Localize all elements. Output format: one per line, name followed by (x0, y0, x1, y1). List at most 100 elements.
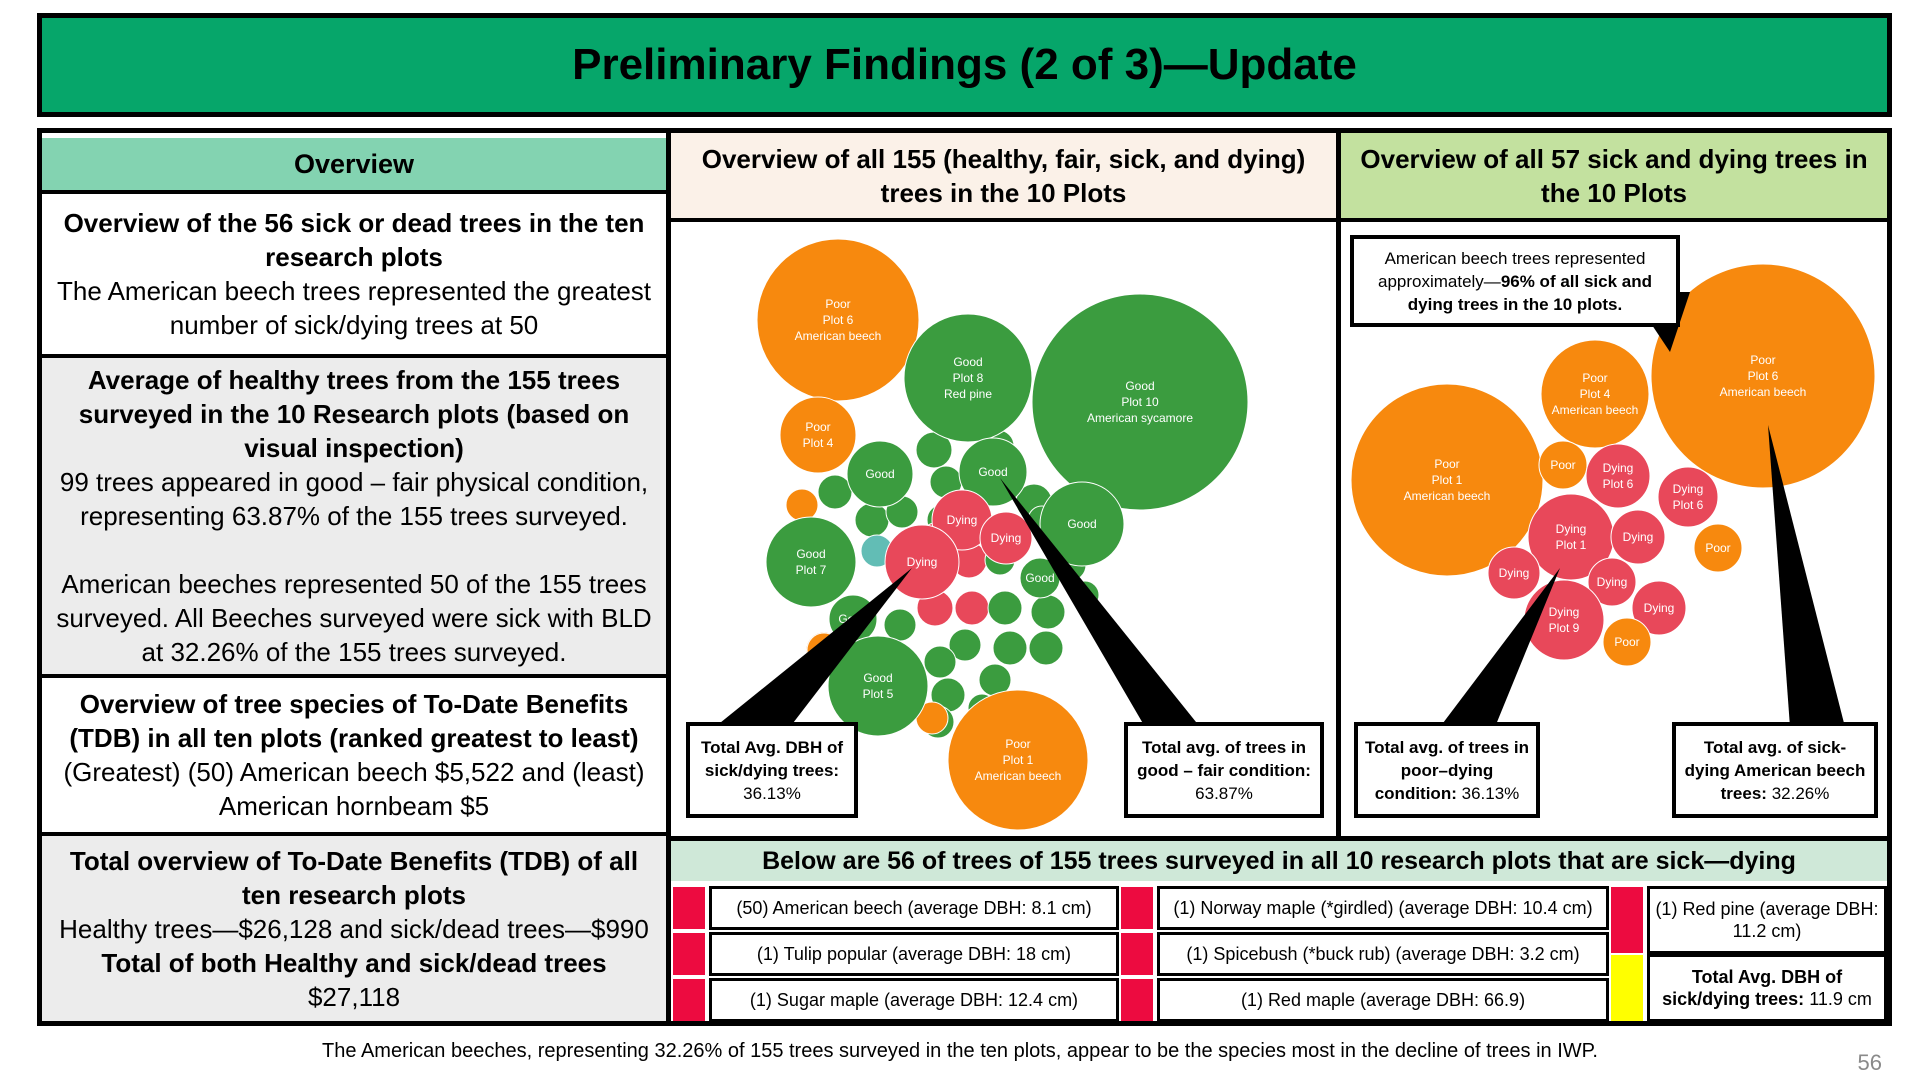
bubble-label: Dying (1623, 530, 1654, 544)
bubble-label: Plot 8 (953, 371, 984, 385)
legend-item: (1) Spicebush (*buck rub) (average DBH: … (1157, 932, 1609, 976)
legend-item: (1) Red maple (average DBH: 66.9) (1157, 978, 1609, 1022)
divider (42, 832, 666, 836)
middle-panel-header: Overview of all 155 (healthy, fair, sick… (671, 133, 1336, 218)
red-swatch (1121, 933, 1153, 975)
bubble-label: Poor (825, 297, 850, 311)
yellow-swatch (1611, 955, 1643, 1021)
overview-section-healthy-trees: Average of healthy trees from the 155 tr… (42, 358, 666, 674)
section-heading: Average of healthy trees from the 155 tr… (78, 365, 630, 463)
bubble-label: Red pine (944, 387, 992, 401)
red-swatch (673, 887, 705, 929)
legend-item-total: Total Avg. DBH of sick/dying trees: 11.9… (1647, 954, 1887, 1022)
bubble-label: Dying (947, 513, 978, 527)
red-swatch (1611, 887, 1643, 953)
page-title: Preliminary Findings (2 of 3)—Update (37, 13, 1892, 117)
bubble-label: American beech (1404, 489, 1491, 503)
bubble-label: Poor (1614, 635, 1639, 649)
column-divider (666, 133, 671, 1021)
bubble-label: Dying (991, 531, 1022, 545)
callout-value: 36.13% (1461, 783, 1520, 803)
section-body: Healthy trees—$26,128 and sick/dead tree… (59, 913, 649, 944)
section-body: The American beech trees represented the… (56, 276, 651, 340)
overview-header: Overview (42, 138, 666, 190)
legend-value: 11.9 cm (1809, 989, 1872, 1009)
bubble-good (846, 440, 914, 508)
bubble-label: Poor (1550, 458, 1575, 472)
bubble-poor (947, 689, 1089, 831)
callout-label: Total avg. of trees in good – fair condi… (1137, 737, 1311, 780)
bubble-dying (1587, 557, 1637, 607)
bubble-label: Dying (1549, 605, 1580, 619)
bubble-label: Plot 1 (1432, 473, 1463, 487)
legend-item: (50) American beech (average DBH: 8.1 cm… (709, 886, 1119, 930)
callout-pointer (1768, 425, 1845, 727)
bubble-label: Poor (1705, 541, 1730, 555)
bubble-good (923, 645, 957, 679)
divider (671, 836, 1887, 841)
callout-avg-beech-sick: Total avg. of sick-dying American beech … (1672, 722, 1878, 818)
bubble-poor (1538, 440, 1588, 490)
legend-item: (1) Tulip popular (average DBH: 18 cm) (709, 932, 1119, 976)
bubble-label: American beech (1720, 385, 1807, 399)
bubble-label: Dying (1673, 482, 1704, 496)
callout-beech-percentage: American beech trees represented approxi… (1350, 235, 1680, 327)
bubble-dying (1487, 546, 1541, 600)
legend-item: (1) Norway maple (*girdled) (average DBH… (1157, 886, 1609, 930)
overview-section-species-tdb: Overview of tree species of To-Date Bene… (42, 678, 666, 832)
callout-label: Total Avg. DBH of sick/dying trees: (701, 737, 843, 780)
bubble-label: Good (978, 465, 1007, 479)
overview-section-total-tdb: Total overview of To-Date Benefits (TDB)… (42, 836, 666, 1021)
callout-label: Total avg. of sick-dying American beech … (1684, 737, 1866, 803)
bubble-good (958, 437, 1028, 507)
bubble-label: Good (1125, 379, 1154, 393)
red-swatch (673, 933, 705, 975)
bubble-good (883, 608, 917, 642)
callout-avg-good-fair: Total avg. of trees in good – fair condi… (1124, 722, 1324, 818)
bubble-good (1028, 630, 1064, 666)
section-body: American beeches represented 50 of the 1… (56, 569, 652, 667)
bubble-label: Plot 6 (823, 313, 854, 327)
bubble-label: American beech (795, 329, 882, 343)
legend-label: Total Avg. DBH of sick/dying trees: (1662, 967, 1843, 1009)
bubble-label: American beech (1552, 403, 1639, 417)
bubble-label: Plot 5 (863, 687, 894, 701)
divider (42, 674, 666, 678)
section-heading: Overview of tree species of To-Date Bene… (69, 689, 639, 753)
bubble-label: Dying (1597, 575, 1628, 589)
bubble-label: Plot 4 (803, 436, 834, 450)
bubble-poor (1602, 617, 1652, 667)
bubble-dying (1610, 509, 1666, 565)
overview-section-sick-trees: Overview of the 56 sick or dead trees in… (42, 194, 666, 354)
bubble-dying (1585, 443, 1651, 509)
bubble-label: Dying (1499, 566, 1530, 580)
content-frame (37, 128, 1892, 1026)
bubble-label: Plot 1 (1003, 753, 1034, 767)
bubble-poor (756, 238, 920, 402)
bubble-good (1030, 594, 1066, 630)
section-body: 99 trees appeared in good – fair physica… (59, 467, 649, 531)
bubble-label: Poor (1434, 457, 1459, 471)
legend-item: (1) Red pine (average DBH: 11.2 cm) (1647, 886, 1887, 954)
bubble-label: Poor (1005, 737, 1030, 751)
bubble-label: Plot 1 (1556, 538, 1587, 552)
bubble-label: Good (863, 671, 892, 685)
sick-trees-list-header: Below are 56 of trees of 155 trees surve… (671, 841, 1887, 881)
bubble-poor (1693, 523, 1743, 573)
bubble-dying (1657, 466, 1719, 528)
bubble-label: Poor (805, 420, 830, 434)
bubble-poor (1350, 383, 1544, 577)
bubble-label: Good (796, 547, 825, 561)
bubble-poor (1540, 339, 1650, 449)
legend-item: (1) Sugar maple (average DBH: 12.4 cm) (709, 978, 1119, 1022)
callout-bold: 96% of all sick and dying trees in the 1… (1407, 271, 1652, 314)
section-heading: Total overview of To-Date Benefits (TDB)… (69, 845, 639, 910)
bubble-good (1039, 481, 1125, 567)
bubble-label: Dying (1556, 522, 1587, 536)
bubble-poor (785, 488, 819, 522)
red-swatch (673, 979, 705, 1021)
callout-value: 32.26% (1771, 783, 1830, 803)
callout-pointer (1000, 478, 1200, 727)
